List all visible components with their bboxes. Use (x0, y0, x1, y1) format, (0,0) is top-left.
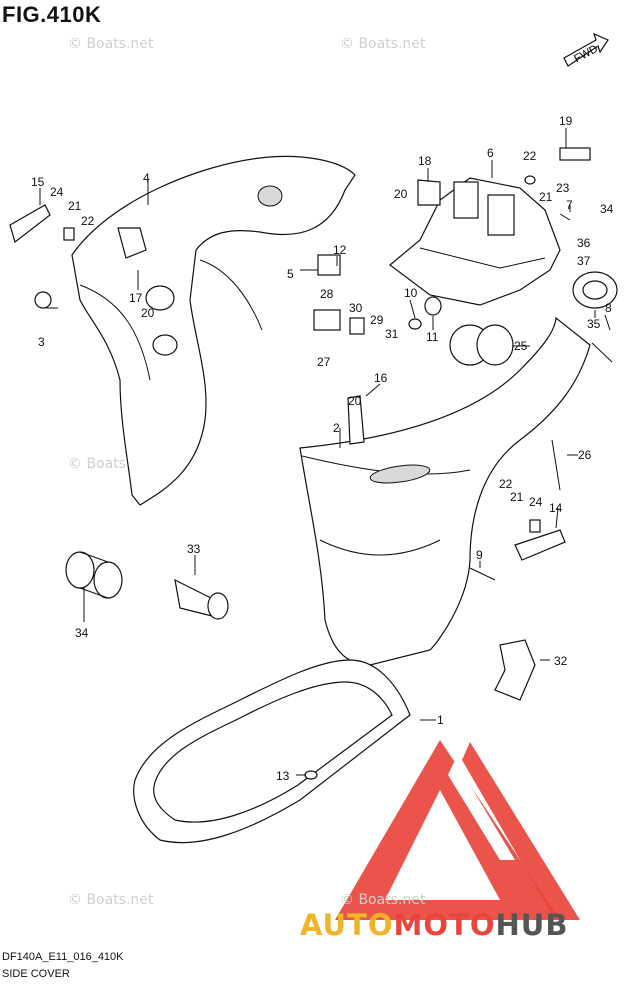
part-label: 13 (276, 769, 290, 783)
part-label: 25 (514, 339, 528, 353)
figure-code: DF140A_E11_016_410K (2, 951, 124, 963)
part-label: 31 (385, 327, 399, 341)
part-label: 27 (317, 355, 331, 369)
fwd-label: FWD (572, 43, 600, 65)
forward-direction-badge: FWD (560, 32, 610, 72)
part-label: 1 (437, 713, 444, 727)
brand-logo-mark (335, 740, 580, 920)
cable-tie (551, 439, 561, 491)
part-label: 5 (287, 267, 294, 281)
part-label: 29 (370, 313, 384, 327)
part-label: 35 (587, 317, 601, 331)
part-labels: 1 2 3 4 5 6 7 8 9 10 11 12 13 14 15 16 1… (31, 114, 614, 783)
part-label: 30 (349, 301, 363, 315)
part-label: 3 (38, 335, 45, 349)
part-label: 4 (143, 171, 150, 185)
part-label: 14 (549, 501, 563, 515)
part-label: 10 (404, 286, 418, 300)
watermark: © Boats.net (68, 36, 154, 52)
part-label: 24 (529, 495, 543, 509)
part-label: 17 (129, 291, 143, 305)
part-label: 12 (333, 243, 347, 257)
part-label: 18 (418, 154, 432, 168)
part-label: 22 (523, 149, 537, 163)
part-label: 2 (333, 421, 340, 435)
part-label: 21 (68, 199, 82, 213)
part-label: 9 (476, 548, 483, 562)
grommet-large (65, 551, 123, 599)
watermark: © Boats.net (340, 892, 426, 908)
watermark: © Boats.net (68, 892, 154, 908)
hose-clip (494, 639, 536, 701)
part-label: 26 (578, 448, 592, 462)
brand-part-moto: MOTO (393, 908, 496, 942)
side-cover-lower (299, 316, 591, 666)
figure-title: FIG.410K (2, 2, 102, 27)
brand-wordmark: AUTOMOTOHUB (300, 908, 568, 942)
part-label: 20 (348, 394, 362, 408)
part-label: 21 (539, 190, 553, 204)
side-cover-upper (71, 155, 356, 506)
fwd-arrow-icon: FWD (563, 32, 609, 67)
bracket-assembly (389, 177, 561, 306)
part-label: 6 (487, 146, 494, 160)
figure-name: SIDE COVER (2, 968, 70, 980)
part-label: 20 (394, 187, 408, 201)
part-label: 20 (141, 306, 155, 320)
part-label: 21 (510, 490, 524, 504)
watermark: © Boats.net (340, 36, 426, 52)
part-label: 23 (556, 181, 570, 195)
part-label: 32 (554, 654, 568, 668)
part-label: 8 (605, 301, 612, 315)
part-label: 15 (31, 175, 45, 189)
part-label: 33 (187, 542, 201, 556)
small-fasteners (34, 147, 613, 780)
part-label: 37 (577, 254, 591, 268)
part-label: 11 (426, 330, 439, 344)
part-label: 24 (50, 185, 64, 199)
part-label: 34 (600, 202, 614, 216)
part-label: 28 (320, 287, 334, 301)
part-label: 22 (81, 214, 95, 228)
part-label: 36 (577, 236, 591, 250)
brand-part-hub: HUB (495, 908, 569, 942)
part-label: 34 (75, 626, 89, 640)
rubber-boot (174, 578, 229, 620)
lever-handle (9, 204, 566, 561)
brand-part-auto: AUTO (300, 908, 394, 942)
part-label: 16 (374, 371, 388, 385)
part-label: 19 (559, 114, 573, 128)
seal-gasket (133, 659, 411, 844)
grommet-round (449, 324, 514, 366)
clamp-ring (572, 271, 618, 309)
part-label: 22 (499, 477, 513, 491)
leader-lines (39, 128, 611, 776)
part-label: 7 (566, 198, 573, 212)
